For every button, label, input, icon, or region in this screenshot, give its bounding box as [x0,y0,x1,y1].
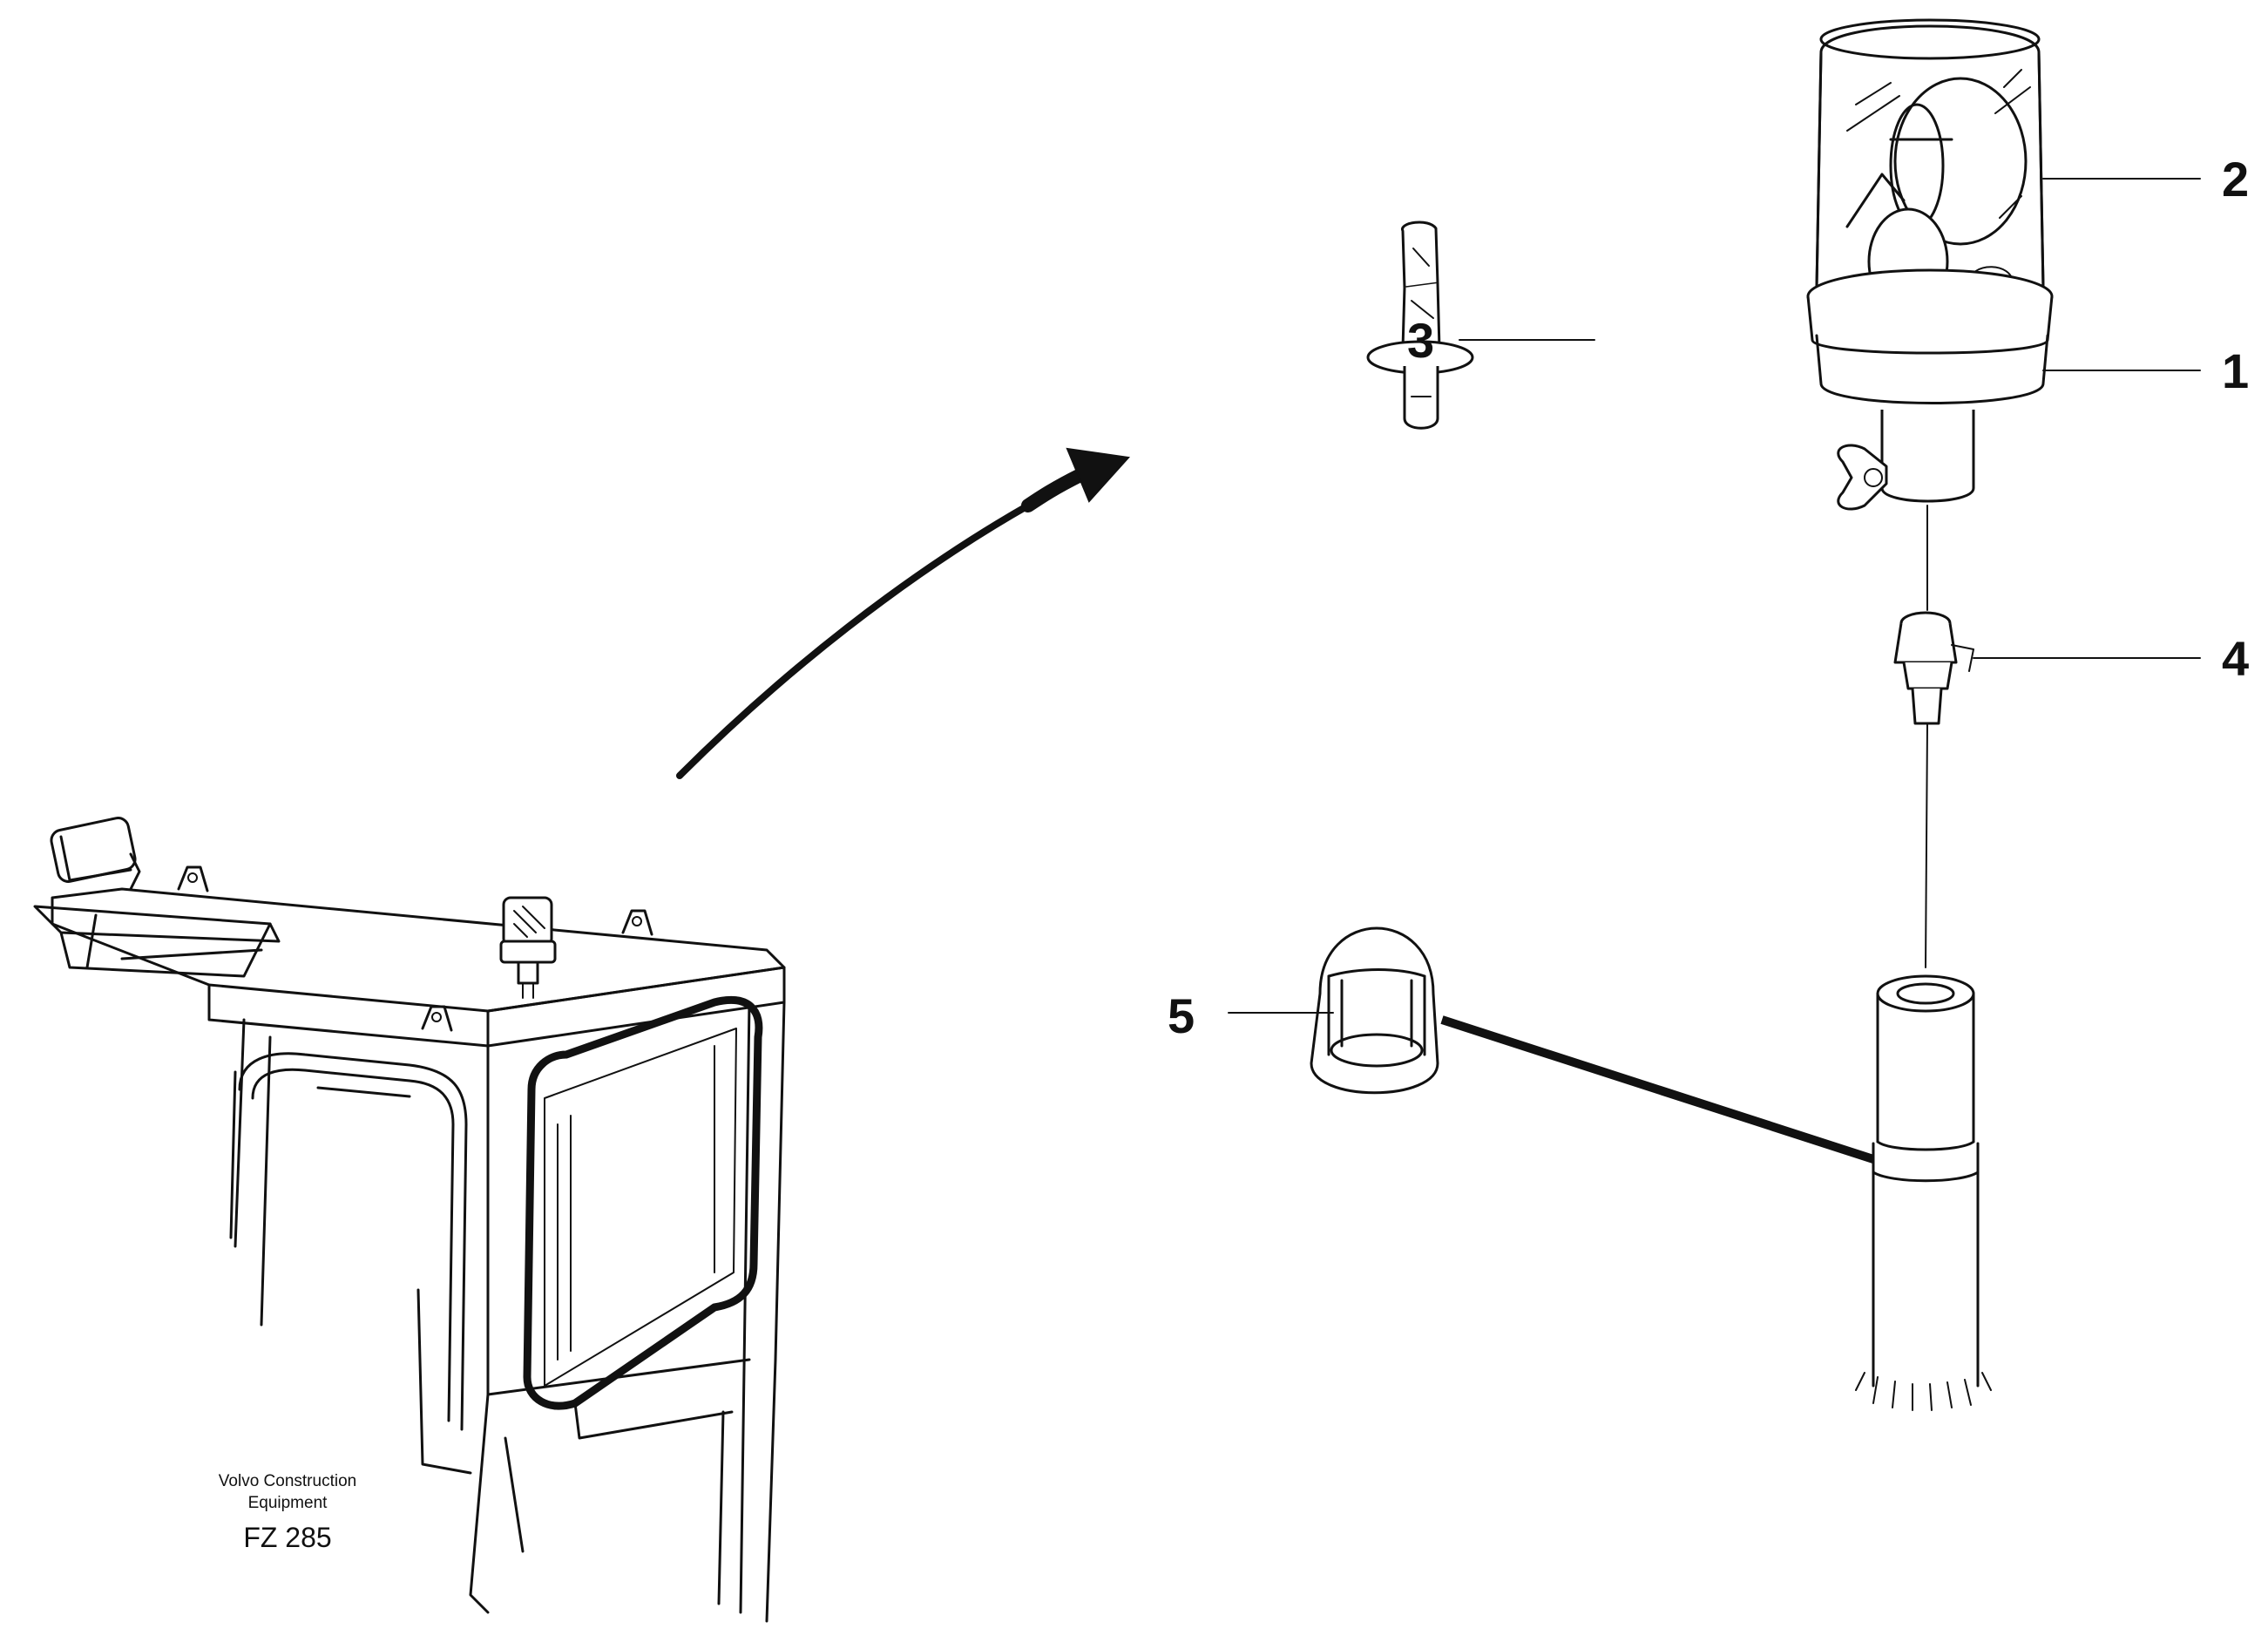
bulb-part [1366,221,1474,430]
callout-5: 5 [1168,988,1195,1043]
credit-line-1: Volvo Construction [219,1472,356,1490]
callout-3: 3 [1407,313,1434,368]
callout-4: 4 [2222,631,2249,686]
callout-1: 1 [2222,343,2249,398]
protective-cap [1310,926,1439,1095]
connector [1893,611,1974,725]
callout-leaders [1228,178,2201,1014]
mounting-tube [1855,974,1992,1411]
callout-2: 2 [2222,152,2249,207]
direction-arrow [676,447,1130,779]
roof-beacon [499,896,557,999]
beacon-assembly [1310,18,2054,1411]
beacon-dome [1815,18,2045,316]
credit-line-2: Equipment [248,1494,328,1512]
beacon-base [1806,268,2054,511]
cab-illustration [33,817,786,1623]
figure-code: FZ 285 [243,1522,331,1553]
